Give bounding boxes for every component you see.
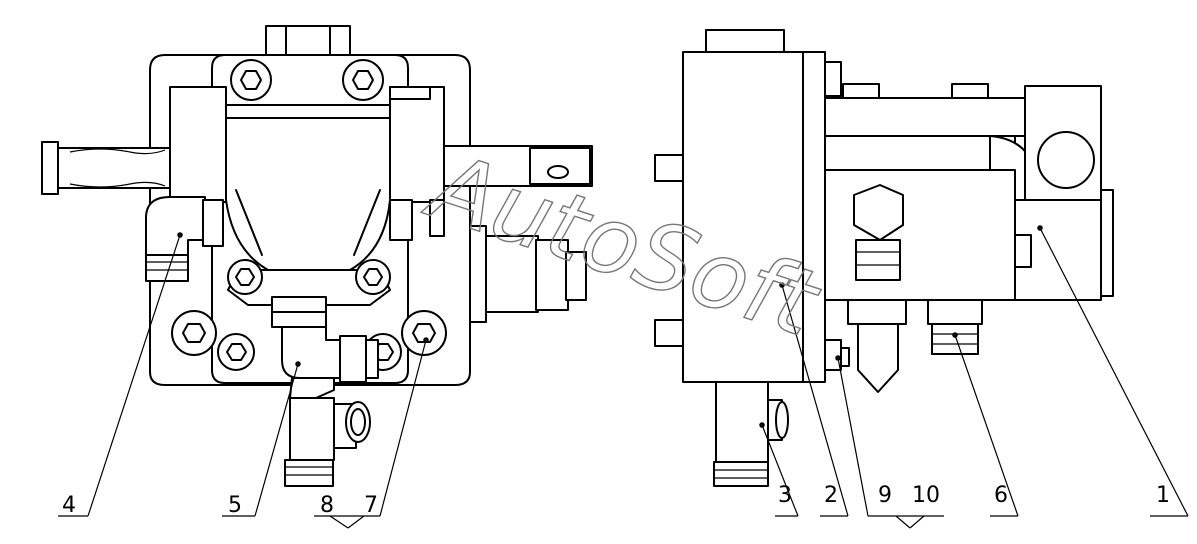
upper-plate bbox=[824, 97, 1026, 137]
callout-8: 8 bbox=[320, 493, 334, 518]
callout-7: 7 bbox=[364, 493, 378, 518]
elbow-fitting-4 bbox=[145, 196, 206, 256]
stud bbox=[654, 319, 684, 347]
callout-2: 2 bbox=[824, 483, 838, 508]
stud bbox=[654, 154, 684, 182]
callout-6: 6 bbox=[994, 483, 1008, 508]
tee-fitting-8 bbox=[289, 397, 335, 461]
handle-knob bbox=[41, 141, 59, 195]
screw-9 bbox=[824, 339, 842, 371]
main-body bbox=[682, 51, 804, 383]
leader-dots bbox=[177, 225, 1043, 428]
callout-9: 9 bbox=[878, 483, 892, 508]
flange-bolt bbox=[230, 59, 272, 101]
top-fitting-side bbox=[705, 29, 785, 55]
bottom-nozzle bbox=[857, 323, 899, 393]
housing-bolt bbox=[227, 259, 263, 295]
mounting-hole bbox=[401, 310, 447, 356]
pump-section bbox=[824, 169, 1016, 301]
left-valve-block bbox=[169, 86, 227, 203]
handle-rod bbox=[55, 147, 171, 189]
callout-4: 4 bbox=[62, 493, 76, 518]
fitting-3 bbox=[715, 381, 769, 463]
flange-bolt bbox=[217, 333, 255, 371]
side-view bbox=[654, 29, 1114, 487]
bottom-nut bbox=[847, 299, 907, 325]
fitting-6 bbox=[927, 299, 983, 325]
top-fitting bbox=[265, 25, 351, 59]
inner-elbow bbox=[853, 184, 904, 241]
callout-5: 5 bbox=[228, 493, 242, 518]
front-view bbox=[41, 25, 593, 487]
screw-top bbox=[824, 61, 842, 97]
callout-3: 3 bbox=[778, 483, 792, 508]
callout-1: 1 bbox=[1156, 483, 1170, 508]
mounting-hole bbox=[171, 310, 217, 356]
pump-housing bbox=[225, 117, 391, 271]
callout-10: 10 bbox=[912, 483, 940, 508]
flange-bolt bbox=[342, 59, 384, 101]
leader-lines bbox=[58, 227, 1189, 529]
housing-bolt bbox=[355, 259, 391, 295]
